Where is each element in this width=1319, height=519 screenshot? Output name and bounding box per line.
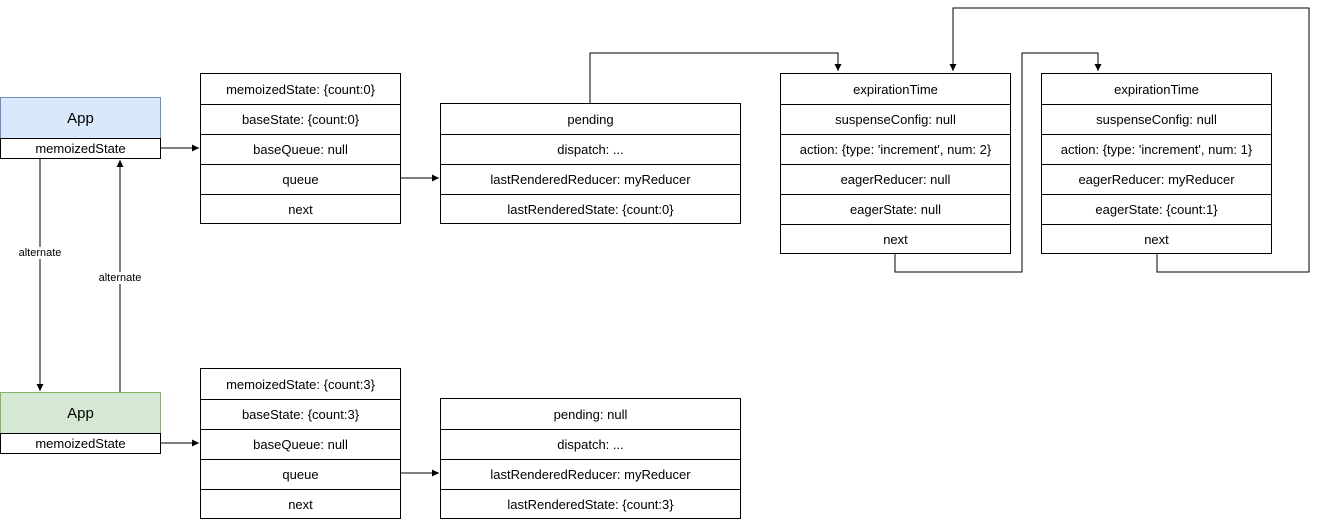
wip-queue-box: pending: null dispatch: ... lastRendered… <box>440 398 741 519</box>
alternate-down-label: alternate <box>16 247 64 259</box>
update-2-row: suspenseConfig: null <box>1042 104 1271 134</box>
update-2-row: eagerReducer: myReducer <box>1042 164 1271 194</box>
current-hook-row: memoizedState: {count:0} <box>226 81 375 97</box>
update-1-row: action: {type: 'increment', num: 2} <box>781 134 1010 164</box>
current-app-node: App <box>0 97 161 139</box>
current-hook-box: memoizedState: {count:0} baseState: {cou… <box>200 73 401 224</box>
current-hook-row: baseQueue: null <box>201 134 400 164</box>
wip-hook-row: baseQueue: null <box>201 429 400 459</box>
update-2-row: eagerState: {count:1} <box>1042 194 1271 224</box>
wip-app-node: App <box>0 392 161 434</box>
wip-queue-row: lastRenderedReducer: myReducer <box>441 459 740 489</box>
update-2-row: next <box>1042 224 1271 253</box>
wip-hook-box: memoizedState: {count:3} baseState: {cou… <box>200 368 401 519</box>
current-queue-row: pending <box>567 111 614 127</box>
update-2-row: action: {type: 'increment', num: 1} <box>1042 134 1271 164</box>
current-queue-row: dispatch: ... <box>441 134 740 164</box>
arrow-update-2-next-to-update-1 <box>949 7 1310 273</box>
current-hook-row: baseState: {count:0} <box>201 104 400 134</box>
current-hook-row: queue <box>201 164 400 194</box>
arrow-update-1-next-to-update-2 <box>894 52 1102 273</box>
arrow-pending-to-update-1 <box>589 52 842 103</box>
update-1-box: expirationTime suspenseConfig: null acti… <box>780 73 1011 254</box>
update-1-row: eagerState: null <box>781 194 1010 224</box>
current-hook-row: next <box>201 194 400 223</box>
wip-hook-row: baseState: {count:3} <box>201 399 400 429</box>
current-app-memoized-state: memoizedState <box>0 138 161 159</box>
wip-queue-row: dispatch: ... <box>441 429 740 459</box>
wip-queue-row: lastRenderedState: {count:3} <box>441 489 740 518</box>
update-1-row: next <box>781 224 1010 253</box>
current-queue-row: lastRenderedState: {count:0} <box>441 194 740 223</box>
wip-hook-row: memoizedState: {count:3} <box>226 376 375 392</box>
wip-queue-row: pending: null <box>553 406 628 422</box>
current-queue-box: pending dispatch: ... lastRenderedReduce… <box>440 103 741 224</box>
update-2-box: expirationTime suspenseConfig: null acti… <box>1041 73 1272 254</box>
alternate-up-label: alternate <box>96 272 144 284</box>
wip-app-memoized-state: memoizedState <box>0 433 161 454</box>
update-2-row: expirationTime <box>1114 81 1199 97</box>
wip-hook-row: next <box>201 489 400 518</box>
update-1-row: eagerReducer: null <box>781 164 1010 194</box>
update-1-row: expirationTime <box>853 81 938 97</box>
wip-hook-row: queue <box>201 459 400 489</box>
update-1-row: suspenseConfig: null <box>781 104 1010 134</box>
current-queue-row: lastRenderedReducer: myReducer <box>441 164 740 194</box>
